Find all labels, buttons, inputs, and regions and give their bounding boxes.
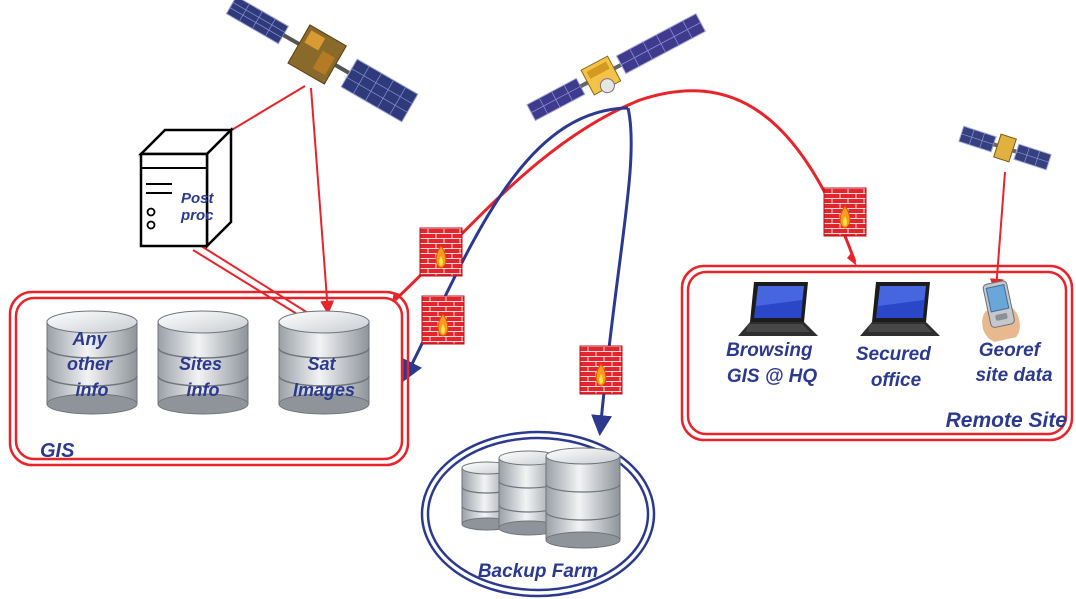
link-lines (192, 85, 1006, 437)
backup-farm-ellipse (420, 430, 656, 598)
laptop-icon (860, 282, 940, 336)
firewall-icon (421, 295, 465, 345)
backup-farm-label: Backup Farm (478, 561, 598, 582)
server-icon (137, 126, 235, 250)
satellite-icon (225, 0, 419, 123)
database-icon (46, 310, 138, 415)
gis-box (8, 290, 410, 467)
database-icon (545, 447, 621, 549)
link-sat3-pda (989, 171, 1006, 293)
georef-label: Georef site data (975, 340, 1053, 386)
link-sat1-satimages (310, 87, 335, 315)
db-sites-label: Sites info (179, 354, 227, 400)
postproc-label: Post proc (180, 190, 218, 224)
laptop-icon (738, 282, 818, 336)
link-sat2-arc (393, 89, 857, 302)
satellite-icon (526, 12, 707, 122)
firewall-icon (823, 187, 867, 237)
db-sat-label: Sat Images (293, 354, 355, 400)
pda-icon (982, 280, 1020, 342)
satellite-icon (958, 125, 1052, 171)
firewall-icon (419, 227, 463, 277)
gis-title: GIS (40, 440, 75, 462)
secured-label: Secured office (856, 344, 936, 391)
link-postproc-satimages (197, 243, 317, 319)
database-icon (157, 310, 249, 415)
database-icon (278, 310, 370, 415)
firewall-icon (579, 345, 623, 395)
remote-site-title: Remote Site (946, 409, 1068, 432)
browsing-label: Browsing GIS @ HQ (726, 340, 818, 387)
db-any-label: Any other info (67, 329, 117, 400)
remote-site-box (680, 264, 1074, 442)
